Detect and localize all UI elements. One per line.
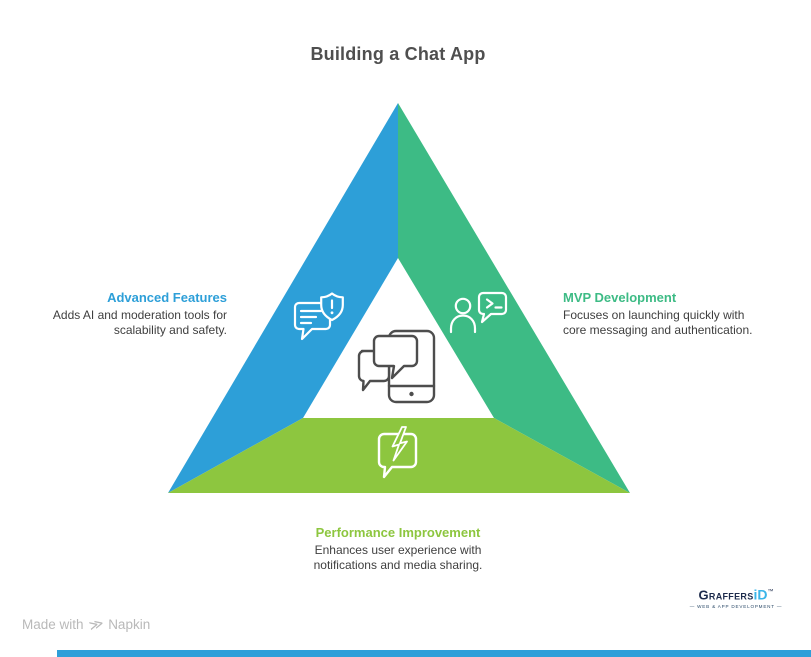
napkin-text: Napkin	[108, 617, 151, 632]
segment-title: Performance Improvement	[315, 525, 481, 540]
segment-description: Focuses on launching quickly with core m…	[563, 308, 773, 337]
segment-description: Adds AI and moderation tools for scalabi…	[37, 308, 227, 337]
page-title: Building a Chat App	[310, 44, 486, 64]
segment-title: MVP Development	[563, 290, 677, 305]
segment-title: Advanced Features	[107, 290, 227, 305]
graffersid-wordmark: GraffersiD™	[684, 584, 788, 603]
person-chat-prompt-icon	[449, 291, 508, 334]
segment-description-line: core messaging and authentication.	[563, 322, 753, 337]
segment-description-line: Focuses on launching quickly with	[563, 308, 745, 322]
napkin-logo-icon: ≫	[86, 614, 105, 634]
segment-description-line: scalability and safety.	[113, 322, 227, 337]
id-wordmark: iD	[753, 586, 768, 603]
broken-message-bolt-icon	[377, 426, 418, 479]
mvp-development-segment	[398, 103, 630, 493]
segment-description-line: notifications and media sharing.	[313, 557, 483, 572]
made-with-text: Made with	[22, 617, 84, 632]
trademark-symbol: ™	[767, 589, 774, 595]
performance-improvement-label-block: Performance Improvement Enhances user ex…	[288, 525, 508, 572]
graffers-wordmark: Graffers	[698, 587, 754, 603]
phone-with-chat-bubbles-icon	[357, 329, 436, 404]
segment-description-line: Adds AI and moderation tools for	[52, 308, 227, 322]
advanced-features-label-block: Advanced Features Adds AI and moderation…	[37, 290, 227, 337]
logo-tagline: — WEB & APP DEVELOPMENT —	[689, 604, 783, 610]
graffersid-logo: GraffersiD™ — WEB & APP DEVELOPMENT —	[684, 584, 788, 609]
advanced-features-segment	[168, 103, 398, 493]
chat-bubble-shield-icon	[293, 292, 344, 341]
napkin-watermark: Made with ≫ Napkin	[22, 614, 151, 634]
mvp-development-label-block: MVP Development Focuses on launching qui…	[563, 290, 773, 337]
bottom-progress-bar	[57, 650, 811, 657]
segment-description-line: Enhances user experience with	[314, 543, 482, 557]
segment-description: Enhances user experience with notificati…	[288, 543, 508, 572]
